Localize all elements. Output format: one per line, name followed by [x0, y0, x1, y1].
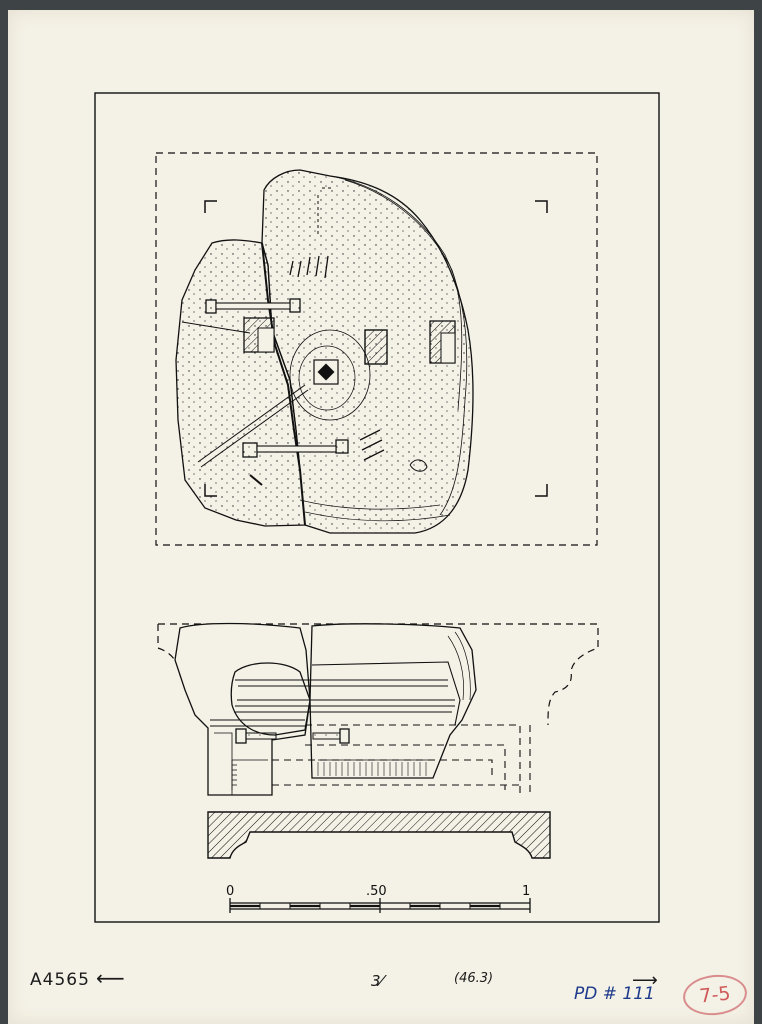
- plate-reference: PD # 111: [574, 984, 655, 1004]
- plate-frame: [94, 92, 660, 923]
- scale-bar: [229, 898, 531, 913]
- elevation-view: [157, 622, 599, 796]
- catalog-number: A4565: [30, 970, 90, 990]
- arrow-right-icon: ⟶: [632, 970, 658, 991]
- measurement-note: (46.3): [454, 971, 494, 986]
- scale-label-mid: .50: [366, 884, 387, 899]
- scale-label-start: 0: [226, 884, 235, 899]
- scale-label-end: 1: [522, 884, 531, 899]
- scale-note: 3⁄: [371, 972, 384, 990]
- section-profile: [207, 811, 551, 859]
- plan-view: [155, 152, 598, 546]
- arrow-left-icon: ⟵: [96, 966, 125, 990]
